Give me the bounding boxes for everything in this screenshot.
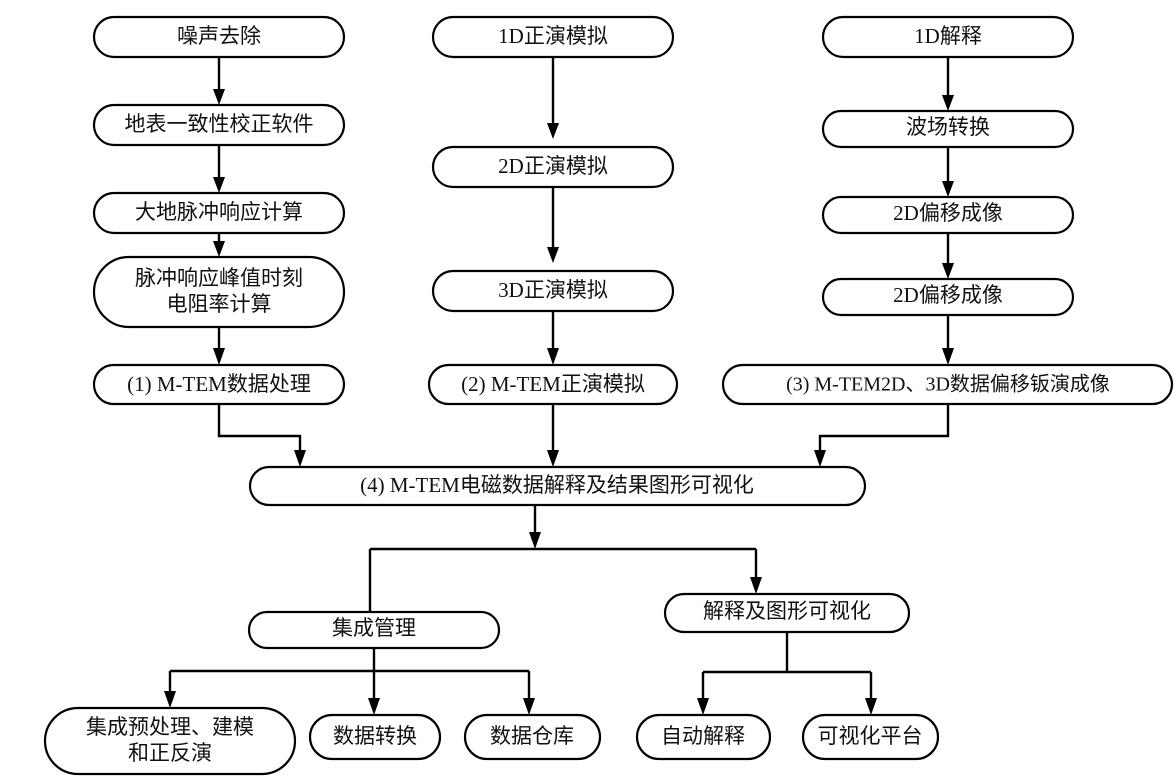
edge-layer: [164, 57, 954, 715]
edge-wavefield-to-2d-migration-a: [942, 147, 954, 197]
node-1d-forward-modeling[interactable]: 1D正演模拟: [431, 15, 675, 59]
edge-1d-interp-to-wavefield: [942, 57, 954, 111]
node-label-line2: 电阻率计算: [167, 292, 272, 316]
node-label: 数据仓库: [490, 724, 574, 748]
node-automatic-interpretation[interactable]: 自动解释: [635, 713, 772, 761]
node-wavefield-transform[interactable]: 波场转换: [821, 109, 1075, 149]
node-label: 地表一致性校正软件: [125, 112, 314, 136]
node-integrated-preprocessing-modeling-inversion[interactable]: 集成预处理、建模 和正反演: [43, 706, 297, 776]
node-group2-mtem-forward-modeling[interactable]: (2) M-TEM正演模拟: [427, 363, 679, 406]
edge-resistivity-to-group1: [213, 327, 225, 365]
edge-group2-to-group4: [547, 404, 559, 467]
node-label: 自动解释: [661, 724, 745, 748]
edge-surface-to-impulse: [213, 145, 225, 193]
edge-impulse-to-resistivity: [213, 233, 225, 257]
edge-group4-to-split: [529, 505, 541, 549]
edge-split-bar-main: [368, 547, 762, 612]
node-label: 2D正演模拟: [498, 154, 608, 178]
edge-group1-to-group4: [217, 404, 306, 467]
node-label: 大地脉冲响应计算: [135, 200, 303, 224]
node-1d-interpretation[interactable]: 1D解释: [821, 15, 1075, 59]
edge-3d-forward-to-group2: [547, 311, 559, 365]
edge-integration-to-children: [164, 648, 535, 715]
node-label: 解释及图形可视化: [703, 599, 871, 623]
node-group3-mtem-2d-3d-migration-imaging[interactable]: (3) M-TEM2D、3D数据偏移钣演成像: [721, 363, 1174, 406]
edge-interpretation-to-children: [697, 632, 877, 715]
node-label-line1: 集成预处理、建模: [86, 715, 254, 739]
node-noise-removal[interactable]: 噪声去除: [92, 15, 346, 59]
node-peak-resistivity-calc[interactable]: 脉冲响应峰值时刻 电阻率计算: [92, 255, 346, 329]
edge-group3-to-group4: [814, 404, 950, 467]
node-label: 波场转换: [906, 115, 990, 139]
node-label: 可视化平台: [818, 724, 923, 748]
node-label: 1D正演模拟: [498, 24, 608, 48]
node-2d-forward-modeling[interactable]: 2D正演模拟: [431, 145, 675, 189]
node-label: 集成管理: [332, 616, 416, 640]
edge-2d-forward-to-3d-forward: [547, 187, 559, 263]
edge-2d-migration-b-to-group3: [942, 315, 954, 365]
node-visualization-platform[interactable]: 可视化平台: [801, 713, 940, 761]
edge-noise-to-surface: [213, 57, 225, 105]
edge-1d-forward-to-2d-forward: [547, 57, 559, 139]
node-label: (1) M-TEM数据处理: [127, 372, 311, 396]
node-label-line1: 脉冲响应峰值时刻: [135, 266, 303, 290]
node-label: 噪声去除: [177, 24, 261, 48]
node-earth-impulse-response[interactable]: 大地脉冲响应计算: [92, 191, 346, 235]
node-label: 1D解释: [914, 24, 982, 48]
node-label-line2: 和正反演: [128, 741, 212, 765]
node-label: (4) M-TEM电磁数据解释及结果图形可视化: [360, 473, 754, 497]
node-group1-mtem-data-processing[interactable]: (1) M-TEM数据处理: [92, 363, 346, 406]
node-data-conversion[interactable]: 数据转换: [308, 713, 442, 761]
node-3d-forward-modeling[interactable]: 3D正演模拟: [431, 269, 675, 313]
node-group4-mtem-interpretation-visualization[interactable]: (4) M-TEM电磁数据解释及结果图形可视化: [248, 465, 867, 507]
node-label: 2D偏移成像: [893, 283, 1003, 307]
edge-2d-migration-a-to-b: [942, 233, 954, 279]
node-label: 2D偏移成像: [893, 201, 1003, 225]
node-2d-migration-imaging-a[interactable]: 2D偏移成像: [821, 195, 1075, 235]
node-surface-consistency-correction[interactable]: 地表一致性校正软件: [92, 103, 346, 147]
node-label: (2) M-TEM正演模拟: [461, 372, 645, 396]
node-label: 数据转换: [333, 724, 417, 748]
node-data-warehouse[interactable]: 数据仓库: [463, 713, 602, 761]
node-label: 3D正演模拟: [498, 278, 608, 302]
node-2d-migration-imaging-b[interactable]: 2D偏移成像: [821, 277, 1075, 317]
node-integration-management[interactable]: 集成管理: [247, 610, 501, 650]
node-interpretation-and-visualization[interactable]: 解释及图形可视化: [663, 592, 911, 634]
node-label: (3) M-TEM2D、3D数据偏移钣演成像: [786, 373, 1110, 396]
